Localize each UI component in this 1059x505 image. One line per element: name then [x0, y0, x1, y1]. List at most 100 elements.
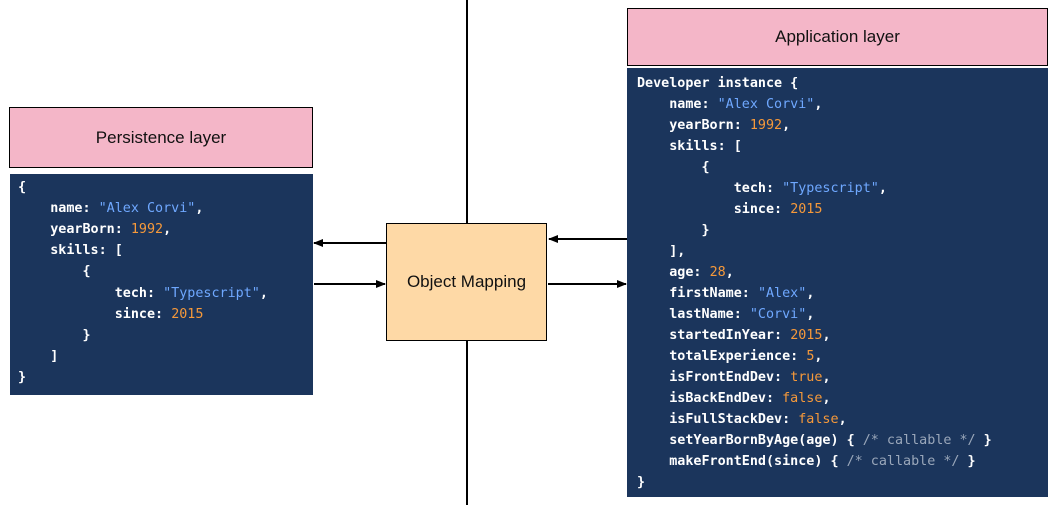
code-line: ], — [637, 241, 685, 262]
code-token: , — [822, 370, 831, 385]
code-token: } — [18, 327, 91, 343]
code-token: , — [822, 328, 831, 343]
code-token-str: "Alex Corvi" — [717, 97, 815, 112]
code-token-num: 2015 — [790, 328, 823, 343]
code-line: } — [637, 472, 645, 493]
code-token-cmt: /* callable */ — [846, 454, 960, 469]
code-token: since: — [637, 202, 791, 217]
code-token: lastName: — [637, 307, 750, 322]
code-line: tech: "Typescript", — [18, 283, 268, 304]
code-token-num: 2015 — [171, 306, 204, 322]
code-line: Developer instance { — [637, 73, 798, 94]
code-token: yearBorn: — [637, 118, 750, 133]
code-line: yearBorn: 1992, — [18, 219, 171, 240]
code-token: , — [878, 181, 887, 196]
code-line: makeFrontEnd(since) { /* callable */ } — [637, 451, 976, 472]
application-layer-header: Application layer — [627, 8, 1048, 66]
code-line: name: "Alex Corvi", — [18, 198, 203, 219]
code-token: startedInYear: — [637, 328, 791, 343]
code-token-str: "Alex" — [757, 286, 807, 301]
code-token: makeFrontEnd(since) { — [637, 454, 847, 469]
code-line: ] — [18, 346, 58, 367]
code-token: , — [195, 201, 204, 217]
code-token: name: — [637, 97, 718, 112]
code-token: , — [259, 285, 268, 301]
code-token: { — [18, 264, 91, 280]
code-line: } — [637, 220, 710, 241]
code-token: , — [806, 286, 815, 301]
persistence-layer-header: Persistence layer — [9, 107, 313, 168]
code-token: tech: — [637, 181, 783, 196]
code-line: since: 2015 — [18, 304, 204, 325]
code-token: } — [18, 369, 27, 385]
code-token: isFullStackDev: — [637, 412, 799, 427]
code-line: { — [18, 177, 26, 198]
code-token: isFrontEndDev: — [637, 370, 791, 385]
code-token-str: "Typescript" — [163, 285, 260, 301]
code-token: age: — [637, 265, 710, 280]
code-token-str: "Corvi" — [749, 307, 807, 322]
code-line: setYearBornByAge(age) { /* callable */ } — [637, 430, 992, 451]
code-token: } — [637, 475, 646, 490]
code-line: name: "Alex Corvi", — [637, 94, 822, 115]
code-token: } — [637, 223, 710, 238]
code-token: , — [163, 222, 172, 238]
code-token-num: 1992 — [130, 222, 164, 238]
code-line: { — [637, 157, 710, 178]
code-line: tech: "Typescript", — [637, 178, 887, 199]
code-token-num: 28 — [709, 265, 726, 280]
code-token: { — [637, 160, 710, 175]
code-token: setYearBornByAge(age) { — [637, 433, 863, 448]
code-token: , — [814, 97, 823, 112]
code-token: { — [18, 180, 27, 195]
code-token: name: — [18, 201, 99, 217]
code-token: yearBorn: — [18, 222, 131, 238]
application-code-block: Developer instance { name: "Alex Corvi",… — [627, 68, 1048, 497]
code-token: skills: [ — [637, 139, 742, 154]
code-token: totalExperience: — [637, 349, 807, 364]
code-token-cmt: /* callable */ — [862, 433, 976, 448]
layer-divider-bottom — [466, 341, 468, 505]
code-token: , — [838, 412, 847, 427]
code-line: isFrontEndDev: true, — [637, 367, 831, 388]
persistence-layer-title: Persistence layer — [95, 127, 227, 147]
code-line: lastName: "Corvi", — [637, 304, 814, 325]
code-token: , — [782, 118, 791, 133]
code-token-num: 5 — [806, 349, 815, 364]
code-line: isBackEndDev: false, — [637, 388, 830, 409]
code-line: } — [18, 367, 26, 388]
code-token-num: false — [798, 412, 839, 427]
code-line: skills: [ — [18, 240, 123, 261]
code-line: startedInYear: 2015, — [637, 325, 831, 346]
application-layer-title: Application layer — [775, 27, 900, 46]
code-token: } — [975, 433, 992, 448]
code-token: ], — [637, 244, 686, 259]
layer-divider-top — [466, 0, 468, 223]
code-token: , — [814, 349, 823, 364]
code-line: firstName: "Alex", — [637, 283, 814, 304]
code-token: firstName: — [637, 286, 758, 301]
code-token: ] — [18, 348, 59, 364]
object-mapping-label: Object Mapping — [406, 272, 527, 291]
code-token: } — [959, 454, 976, 469]
code-token-num: 2015 — [790, 202, 823, 217]
code-line: skills: [ — [637, 136, 742, 157]
code-token-num: true — [790, 370, 823, 385]
code-line: since: 2015 — [637, 199, 823, 220]
code-line: age: 28, — [637, 262, 734, 283]
code-token: isBackEndDev: — [637, 391, 783, 406]
object-mapping-box: Object Mapping — [386, 223, 547, 341]
code-token: tech: — [18, 285, 164, 301]
code-token: Developer instance { — [637, 76, 799, 91]
code-token-num: 1992 — [749, 118, 783, 133]
persistence-code-block: { name: "Alex Corvi", yearBorn: 1992, sk… — [10, 174, 313, 395]
code-token: , — [725, 265, 734, 280]
code-token: , — [806, 307, 815, 322]
code-line: totalExperience: 5, — [637, 346, 822, 367]
code-token-str: "Alex Corvi" — [98, 201, 196, 217]
code-line: isFullStackDev: false, — [637, 409, 847, 430]
code-line: } — [18, 325, 91, 346]
code-token: skills: [ — [18, 243, 123, 259]
code-token-num: false — [782, 391, 823, 406]
